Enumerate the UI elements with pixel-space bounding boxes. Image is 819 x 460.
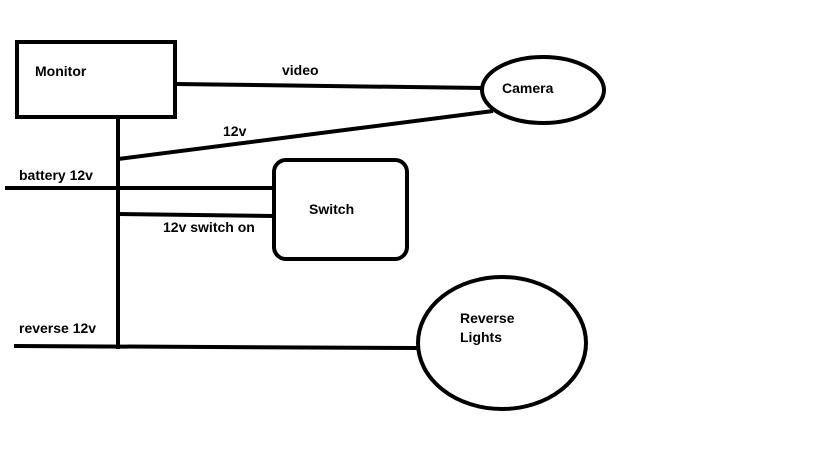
camera-power-wire — [117, 109, 494, 161]
reverse-wire-label: reverse 12v — [19, 320, 97, 336]
switch-box — [272, 158, 409, 261]
camera-power-wire-label: 12v — [223, 123, 247, 139]
monitor-box — [15, 40, 177, 119]
reverse-wire — [13, 344, 419, 350]
reverse-lights-label-line1: Reverse — [460, 310, 515, 326]
reverse-lights-label-line2: Lights — [460, 329, 502, 345]
switch-label: Switch — [309, 201, 355, 217]
camera-label: Camera — [502, 80, 554, 96]
reverse-lights-ellipse — [416, 275, 588, 411]
switch-output-wire — [117, 212, 275, 218]
video-wire — [174, 82, 484, 90]
video-wire-label: video — [282, 62, 319, 78]
camera-ellipse — [480, 55, 606, 125]
monitor-label: Monitor — [35, 63, 87, 79]
switch-output-wire-label: 12v switch on — [163, 219, 255, 235]
battery-wire-label: battery 12v — [19, 167, 93, 183]
